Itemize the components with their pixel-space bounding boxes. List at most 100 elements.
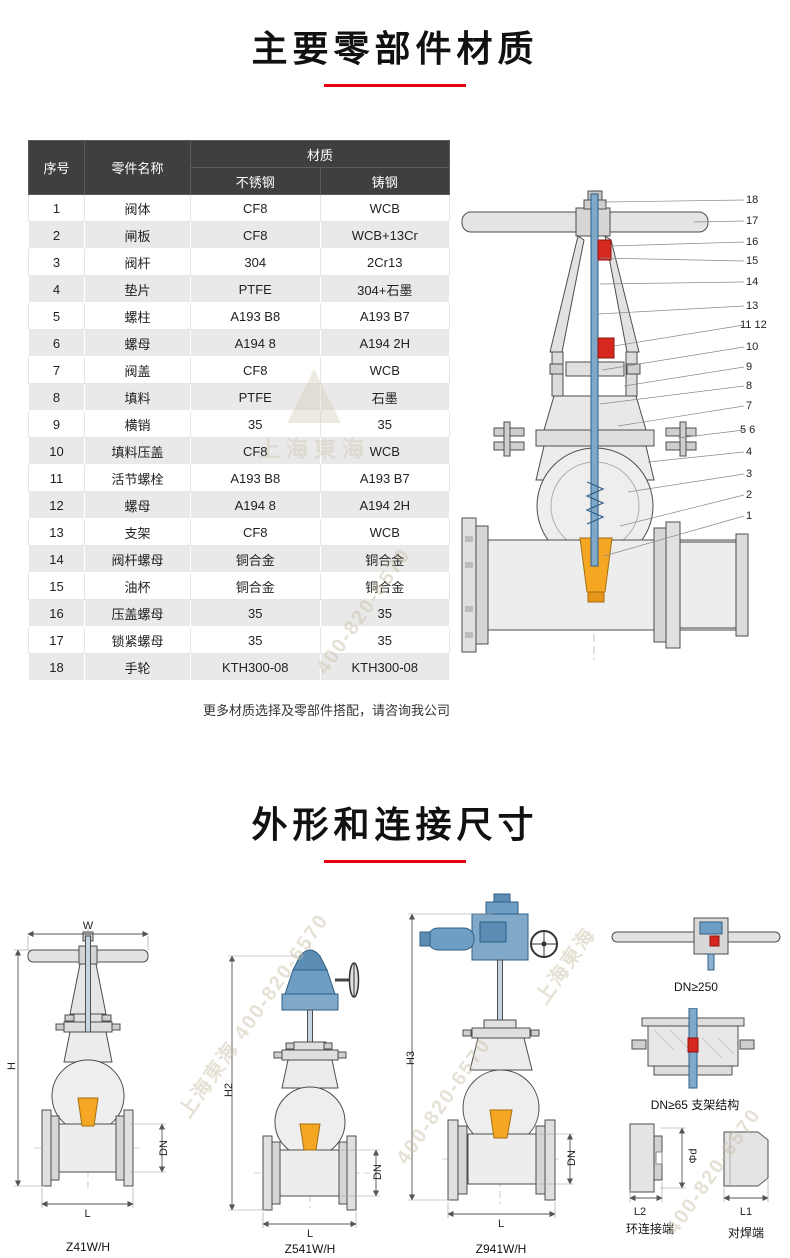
cell-no: 4 bbox=[28, 275, 85, 303]
cell-cast: KTH300-08 bbox=[319, 653, 450, 681]
z541wh-svg bbox=[228, 942, 380, 1228]
dim-l: L bbox=[306, 1228, 314, 1240]
col-header-material: 材质 bbox=[190, 140, 450, 168]
valve-cross-section-drawing: 18 17 16 15 14 13 11 12 10 9 8 7 5 6 4 3… bbox=[448, 186, 790, 686]
cell-no: 16 bbox=[28, 599, 85, 627]
cell-part: 螺母 bbox=[84, 329, 191, 357]
callout-leader-lines bbox=[597, 199, 745, 557]
dim-w: W bbox=[82, 920, 94, 932]
drawing-dn65-bracket: DN≥65 支架结构 bbox=[630, 1007, 760, 1114]
cell-no: 17 bbox=[28, 626, 85, 654]
cell-part: 闸板 bbox=[84, 221, 191, 249]
cell-stainless: KTH300-08 bbox=[190, 653, 321, 681]
cell-no: 2 bbox=[28, 221, 85, 249]
materials-table-header: 序号 零件名称 材质 不锈钢 铸钢 bbox=[28, 140, 450, 195]
callout-18: 18 bbox=[746, 194, 759, 206]
callout-14: 14 bbox=[746, 276, 759, 288]
callout-16: 16 bbox=[746, 236, 759, 248]
cell-cast: WCB bbox=[319, 518, 450, 546]
cell-cast: WCB+13Cr bbox=[319, 221, 450, 249]
model-label-z41wh: Z41W/H bbox=[65, 1240, 110, 1254]
dim-h3: H3 bbox=[405, 1050, 418, 1066]
cell-stainless: 铜合金 bbox=[190, 545, 321, 573]
cell-part: 压盖螺母 bbox=[84, 599, 191, 627]
cell-part: 螺母 bbox=[84, 491, 191, 519]
end-connections-svg bbox=[629, 1123, 769, 1202]
table-note: 更多材质选择及零部件搭配，请咨询我公司 bbox=[202, 703, 450, 718]
cell-cast: 铜合金 bbox=[319, 572, 450, 600]
col-header-stainless: 不锈钢 bbox=[190, 167, 321, 195]
variant-label-ring-end: 环连接端 bbox=[625, 1222, 674, 1236]
cell-stainless: 35 bbox=[190, 410, 321, 438]
callout-10: 10 bbox=[746, 341, 759, 353]
cell-cast: 304+石墨 bbox=[319, 275, 450, 303]
cell-stainless: 铜合金 bbox=[190, 572, 321, 600]
cell-cast: WCB bbox=[319, 356, 450, 384]
dim-dn: DN bbox=[157, 1140, 170, 1156]
cell-no: 8 bbox=[28, 383, 85, 411]
cell-no: 9 bbox=[28, 410, 85, 438]
dim-l1: L1 bbox=[739, 1206, 753, 1218]
cell-part: 支架 bbox=[84, 518, 191, 546]
cell-cast: A194 2H bbox=[319, 491, 450, 519]
cell-part: 油杯 bbox=[84, 572, 191, 600]
cell-part: 横销 bbox=[84, 410, 191, 438]
cell-no: 13 bbox=[28, 518, 85, 546]
dim-l: L bbox=[84, 1208, 91, 1220]
drawing-z41wh: W H L DN Z41W/H bbox=[6, 920, 215, 1258]
handwheel bbox=[461, 190, 709, 237]
cell-part: 手轮 bbox=[84, 653, 191, 681]
callout-2: 2 bbox=[746, 489, 753, 501]
dim-dn: DN bbox=[565, 1150, 578, 1166]
cell-stainless: 35 bbox=[190, 599, 321, 627]
callout-4: 4 bbox=[746, 446, 753, 458]
valve-body bbox=[461, 445, 749, 653]
bonnet-bolts bbox=[493, 421, 697, 457]
col-header-cast: 铸钢 bbox=[319, 167, 450, 195]
cell-no: 12 bbox=[28, 491, 85, 519]
cell-part: 阀体 bbox=[84, 194, 191, 222]
variant-label-weld-end: 对焊端 bbox=[727, 1226, 764, 1240]
stem bbox=[585, 193, 605, 567]
cell-stainless: CF8 bbox=[190, 194, 321, 222]
callout-1: 1 bbox=[746, 510, 753, 522]
drawing-end-connections: Φd L2 L1 环连接端 对焊端 bbox=[612, 1120, 790, 1248]
callout-11-12: 11 12 bbox=[740, 319, 767, 331]
cell-stainless: CF8 bbox=[190, 356, 321, 384]
cell-part: 锁紧螺母 bbox=[84, 626, 191, 654]
cell-part: 阀杆螺母 bbox=[84, 545, 191, 573]
cell-no: 3 bbox=[28, 248, 85, 276]
section2-title: 外形和连接尺寸 bbox=[251, 804, 539, 845]
cell-no: 15 bbox=[28, 572, 85, 600]
cell-no: 6 bbox=[28, 329, 85, 357]
z41wh-svg bbox=[14, 928, 166, 1208]
drawing-z941wh: H3 L DN Z941W/H bbox=[402, 888, 607, 1258]
callout-8: 8 bbox=[746, 380, 753, 392]
dim-l2: L2 bbox=[633, 1206, 647, 1218]
cell-cast: A194 2H bbox=[319, 329, 450, 357]
cell-stainless: A194 8 bbox=[190, 491, 321, 519]
variant-label-dn250: DN≥250 bbox=[674, 980, 718, 994]
dim-phi-d: Φd bbox=[687, 1148, 700, 1164]
cell-no: 10 bbox=[28, 437, 85, 465]
section1-title-block: 主要零部件材质 bbox=[0, 20, 790, 87]
cell-part: 阀杆 bbox=[84, 248, 191, 276]
cell-cast: 石墨 bbox=[319, 383, 450, 411]
cell-stainless: 304 bbox=[190, 248, 321, 276]
cell-stainless: PTFE bbox=[190, 275, 321, 303]
cell-cast: 铜合金 bbox=[319, 545, 450, 573]
dn65-bracket-svg bbox=[631, 1007, 755, 1089]
section2-title-block: 外形和连接尺寸 bbox=[0, 796, 790, 863]
cell-stainless: CF8 bbox=[190, 437, 321, 465]
cell-stainless: CF8 bbox=[190, 518, 321, 546]
variant-label-dn65-bracket: DN≥65 支架结构 bbox=[650, 1098, 740, 1112]
